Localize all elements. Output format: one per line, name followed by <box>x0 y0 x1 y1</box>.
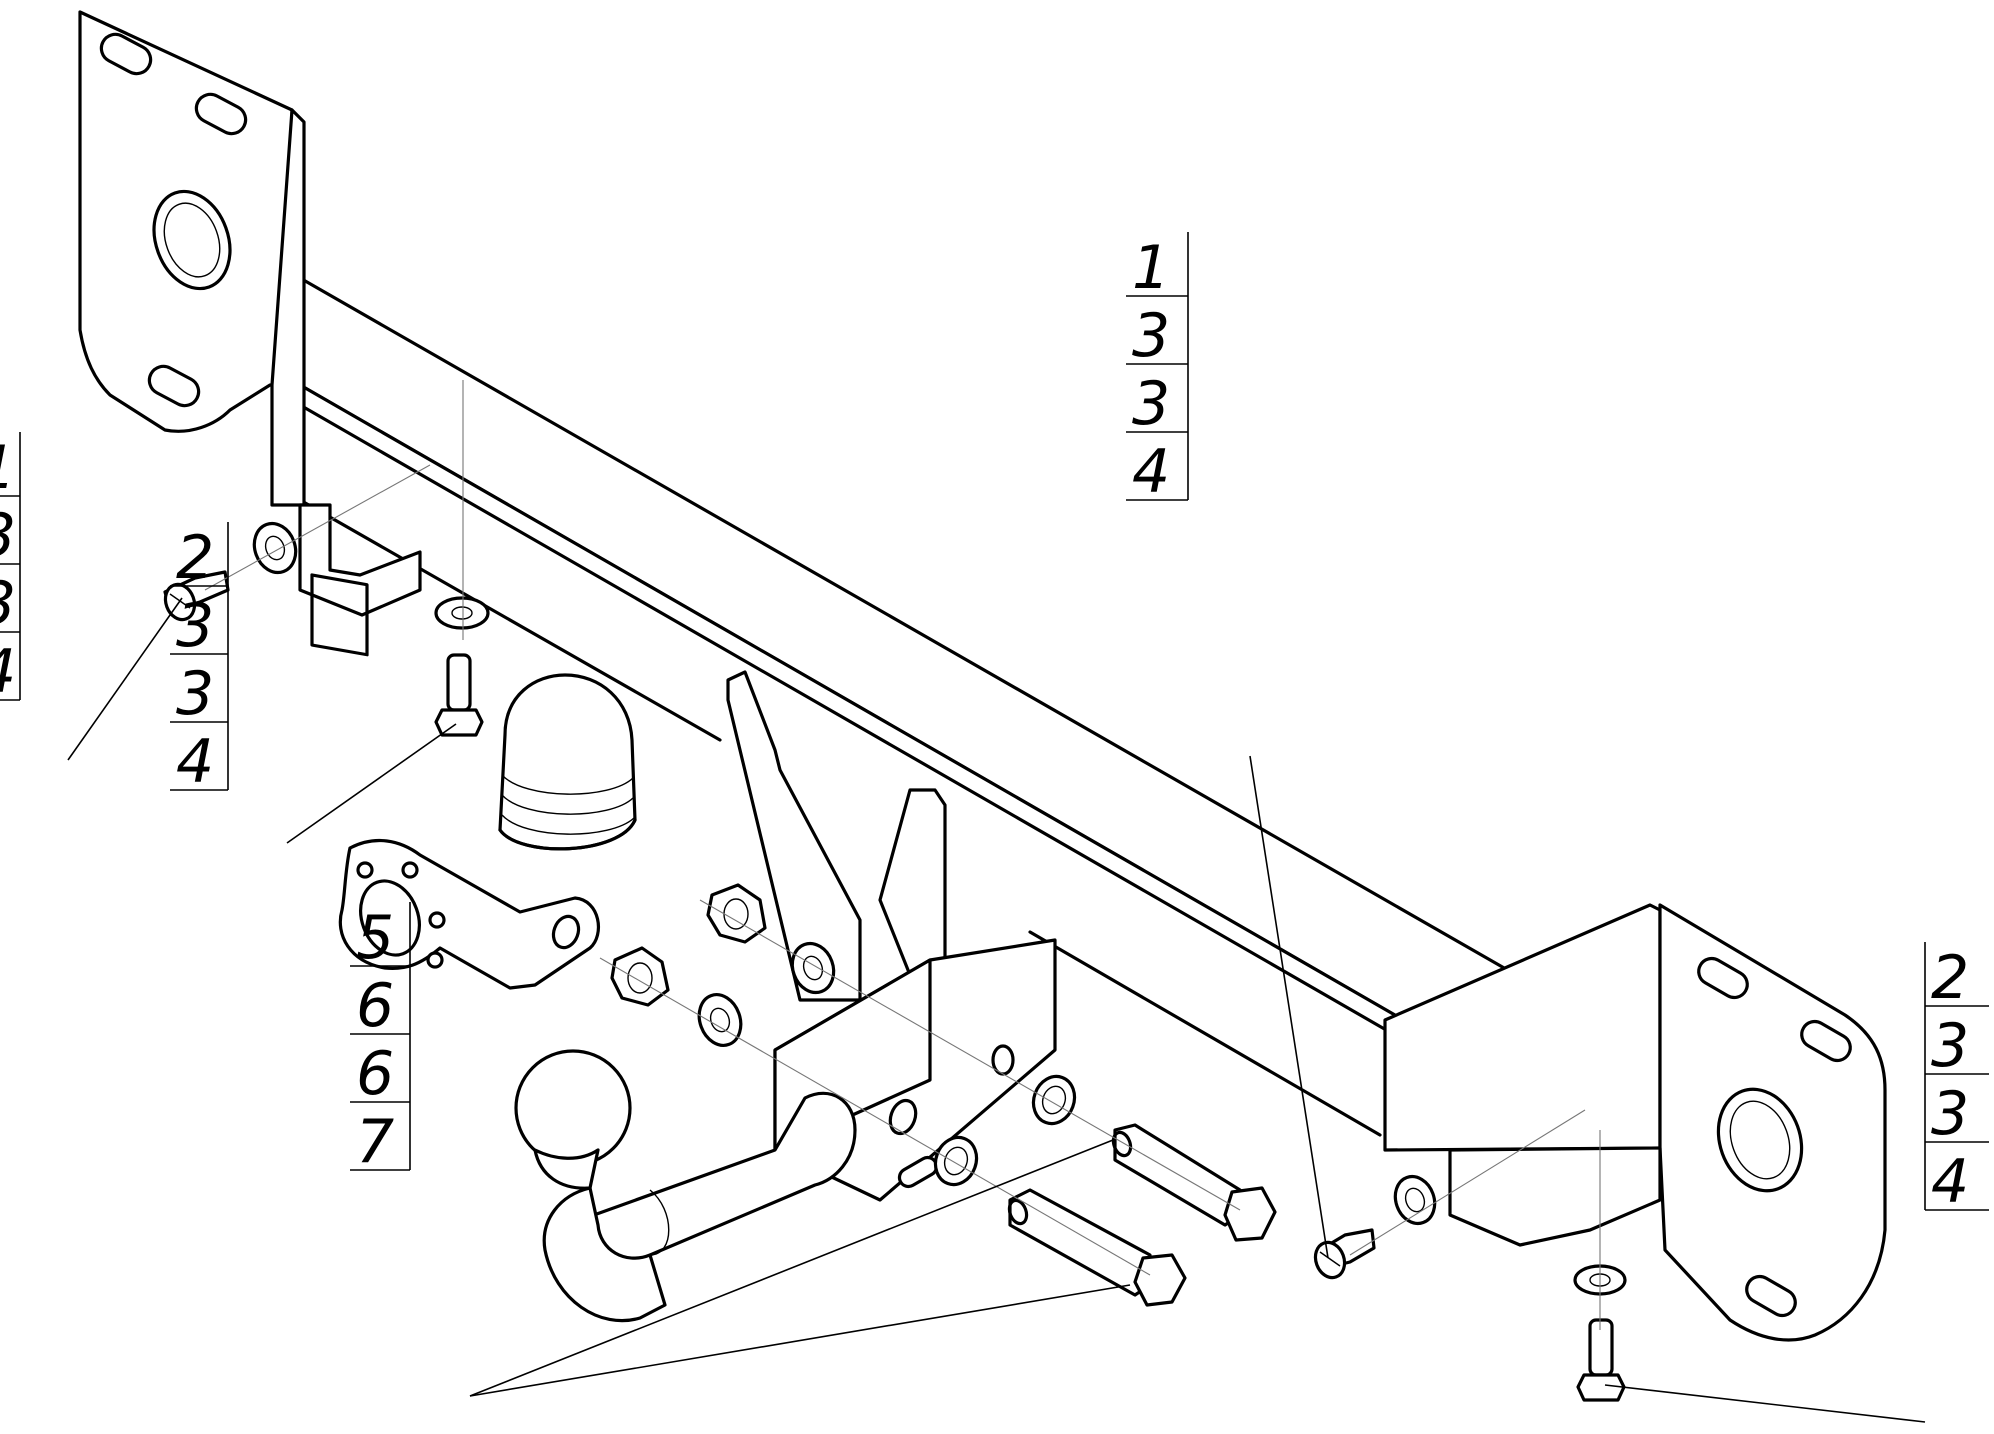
callout-tables: 13342334133423345667 <box>0 232 1989 1217</box>
callout-number: 1 <box>1132 233 1170 303</box>
right-mounting-plate <box>1383 903 1887 1342</box>
socket-mounting-plate <box>338 839 600 990</box>
callout-number: 7 <box>356 1107 394 1177</box>
tow-ball-mount <box>514 1049 857 1323</box>
callout-number: 4 <box>176 727 214 797</box>
callout-number: 3 <box>1132 369 1170 439</box>
hitch-pin-lower <box>1007 1188 1187 1307</box>
left-front-washer <box>252 521 298 575</box>
callout-number: 3 <box>1931 1011 1969 1081</box>
callout-number: 3 <box>176 591 214 661</box>
left-rear-bolt <box>434 653 484 737</box>
hitch-pin-upper <box>1111 1123 1277 1242</box>
callout-number: 4 <box>0 637 16 707</box>
callout-number: 4 <box>1931 1147 1969 1217</box>
callout-number: 3 <box>0 501 16 571</box>
callout-number: 3 <box>176 659 214 729</box>
callout-number: 3 <box>0 569 16 639</box>
assembly-axes <box>204 380 1601 1330</box>
callout-number: 3 <box>1931 1079 1969 1149</box>
right-front-bolt <box>1313 1228 1376 1280</box>
right-rear-bolt <box>1576 1318 1626 1402</box>
socket-cover <box>498 673 637 851</box>
center-nut-upper <box>706 883 767 944</box>
center-nut-lower <box>610 946 670 1007</box>
left-mounting-plate <box>78 10 422 657</box>
right-front-washer <box>1393 1174 1437 1226</box>
callout-number: 1 <box>0 433 16 503</box>
center-washer-lower <box>697 993 743 1047</box>
center-washer-upper <box>790 941 836 995</box>
leader-lines <box>67 597 1926 1423</box>
callout-number: 6 <box>356 1039 394 1109</box>
callout-number: 6 <box>356 971 394 1041</box>
callout-number: 5 <box>356 903 394 973</box>
callout-number: 2 <box>1931 943 1969 1013</box>
callout-number: 3 <box>1132 301 1170 371</box>
left-rear-washer <box>434 596 490 630</box>
callout-number: 2 <box>176 523 214 593</box>
callout-number: 4 <box>1132 437 1170 507</box>
